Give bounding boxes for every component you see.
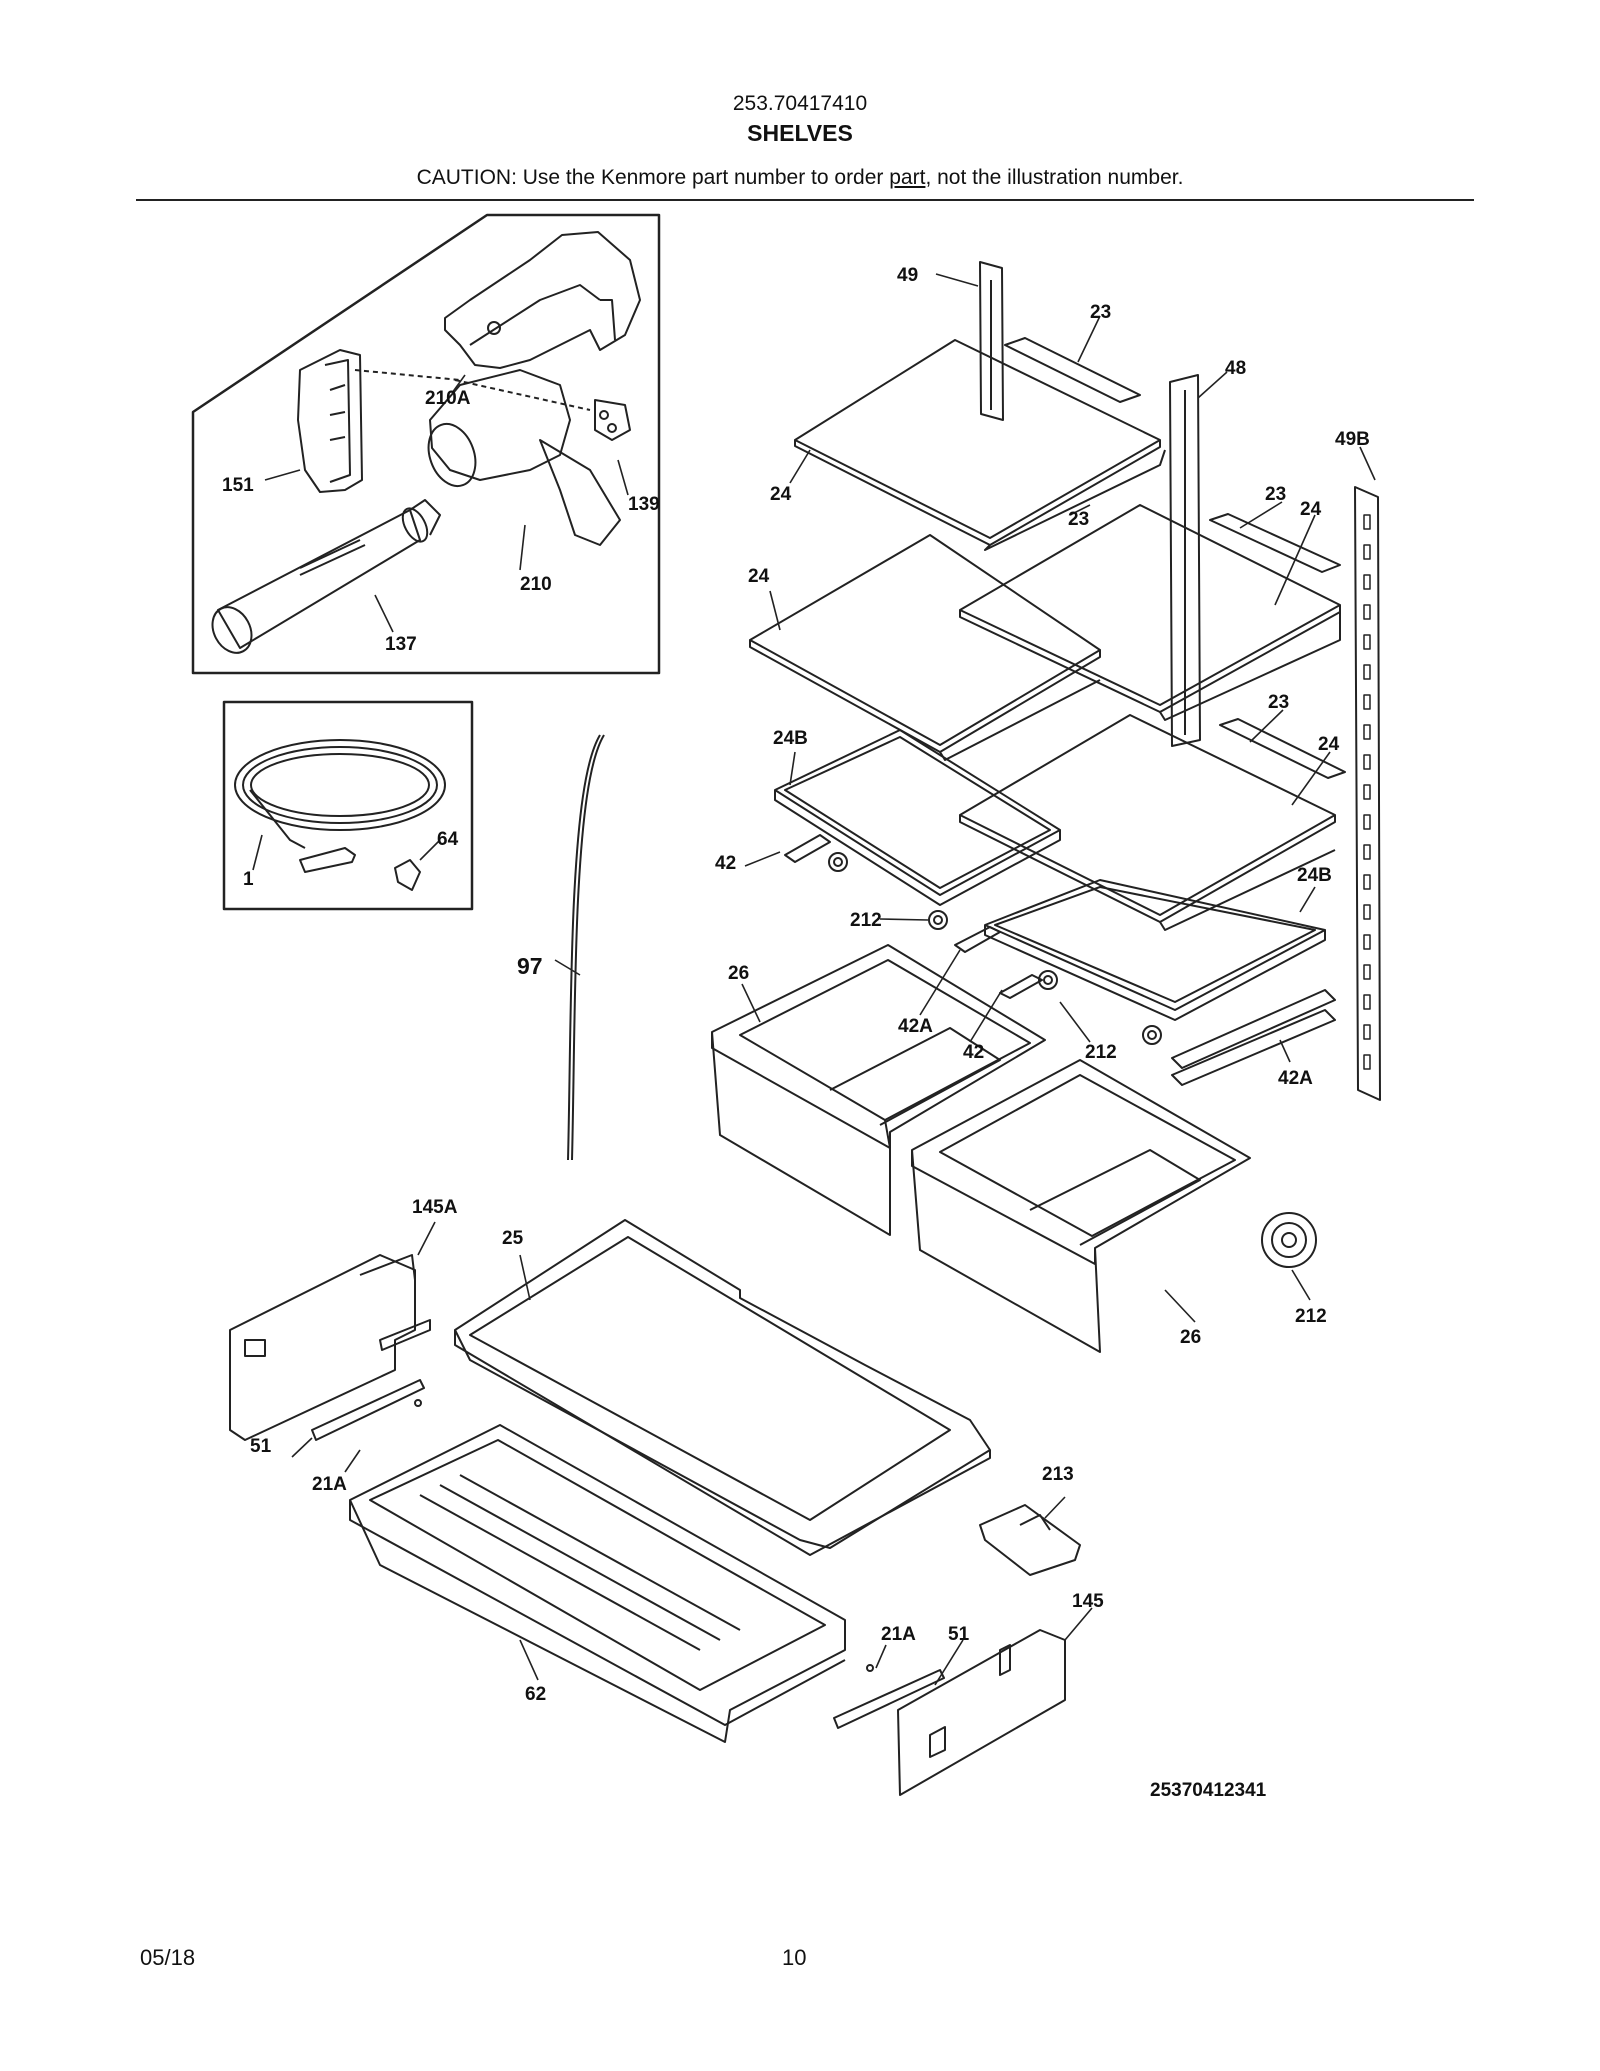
callout-210a: 210A <box>425 388 471 409</box>
callout-24: 24 <box>748 566 770 587</box>
callout-23: 23 <box>1268 692 1289 713</box>
callout-24b: 24B <box>1297 865 1332 886</box>
callout-1: 1 <box>243 869 254 890</box>
water-line-inset <box>222 700 474 911</box>
section-title: SHELVES <box>747 120 853 146</box>
pan-slide-left <box>229 1254 416 1441</box>
callout-25: 25 <box>502 1228 524 1249</box>
callout-42a: 42A <box>1278 1068 1313 1089</box>
inset-frame-filter <box>191 213 661 675</box>
callout-49b: 49B <box>1335 429 1370 450</box>
shelf-middle-left <box>749 534 1101 746</box>
header-divider <box>136 199 1474 201</box>
callout-21a: 21A <box>881 1624 916 1645</box>
caution-prefix: CAUTION: Use the Kenmore part number to … <box>416 166 890 189</box>
diagram-id: 25370412341 <box>1150 1780 1267 1801</box>
callout-48: 48 <box>1225 358 1246 379</box>
pan-slide-right <box>897 1629 1066 1796</box>
shelf-upper-left <box>794 339 1161 539</box>
shelf-framed-right <box>984 879 1326 1011</box>
crisper-right <box>911 1059 1251 1353</box>
shelf-framed-left <box>774 729 1061 896</box>
callout-labels: 49 23 48 49B 24 23 23 24 24 23 24 24B 42… <box>222 265 1370 1801</box>
callout-23: 23 <box>1068 509 1089 530</box>
wheel-bracket <box>979 1504 1081 1576</box>
callout-26: 26 <box>1180 1327 1201 1348</box>
rail-right <box>1354 486 1381 1101</box>
page-number: 10 <box>782 1945 807 1970</box>
crisper-drawers <box>711 944 1317 1353</box>
shelf-rails <box>979 261 1381 1101</box>
callout-24: 24 <box>1300 499 1322 520</box>
filter-housing-cover <box>444 231 641 369</box>
shelf-middle-right <box>959 714 1336 916</box>
inset-frame-tubing <box>222 700 474 911</box>
crisper-left <box>711 944 1046 1236</box>
callout-42: 42 <box>715 853 736 874</box>
caution-underlined-word: part <box>889 166 926 189</box>
revision-date: 05/18 <box>140 1945 196 1970</box>
rail-left-upper <box>979 261 1004 421</box>
filter-cartridge <box>217 509 421 649</box>
callout-23: 23 <box>1265 484 1286 505</box>
caution-note: CAUTION: Use the Kenmore part number to … <box>0 166 1600 190</box>
callout-145: 145 <box>1072 1591 1104 1612</box>
callout-21a: 21A <box>312 1474 347 1495</box>
callout-97: 97 <box>517 953 543 979</box>
caution-suffix: , not the illustration number. <box>925 166 1184 189</box>
callout-137: 137 <box>385 634 417 655</box>
callout-23: 23 <box>1090 302 1111 323</box>
callout-212: 212 <box>1085 1042 1117 1063</box>
callout-49: 49 <box>897 265 918 286</box>
callout-24b: 24B <box>773 728 808 749</box>
rail-center <box>1169 374 1201 747</box>
callout-212: 212 <box>1295 1306 1327 1327</box>
callout-145a: 145A <box>412 1197 458 1218</box>
callout-51: 51 <box>250 1436 272 1457</box>
model-number: 253.70417410 <box>732 92 868 115</box>
water-filter-inset <box>191 213 661 675</box>
pan-cover <box>454 1219 991 1549</box>
callout-51: 51 <box>948 1624 970 1645</box>
callout-213: 213 <box>1042 1464 1074 1485</box>
callout-210: 210 <box>520 574 552 595</box>
callout-26: 26 <box>728 963 749 984</box>
callout-139: 139 <box>628 494 660 515</box>
callout-42: 42 <box>963 1042 984 1063</box>
filter-cap <box>297 349 363 493</box>
water-tube <box>567 734 601 1161</box>
filter-head <box>429 369 571 481</box>
glass-shelves <box>749 339 1341 1086</box>
deli-pan <box>349 1424 846 1743</box>
callout-42a: 42A <box>898 1016 933 1037</box>
callout-24: 24 <box>770 484 792 505</box>
callout-24: 24 <box>1318 734 1340 755</box>
callout-64: 64 <box>437 829 459 850</box>
callout-212: 212 <box>850 910 882 931</box>
callout-151: 151 <box>222 475 254 496</box>
callout-62: 62 <box>525 1684 546 1705</box>
